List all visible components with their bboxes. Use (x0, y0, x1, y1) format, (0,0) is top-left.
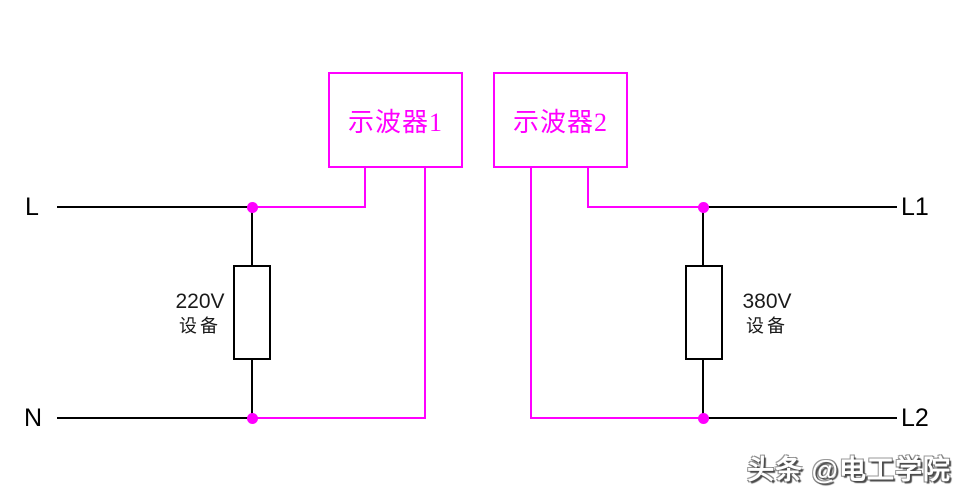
l-line (57, 206, 253, 208)
scope1-probe-to-l-wire (253, 206, 366, 208)
oscilloscope-1-box: 示波器1 (328, 72, 463, 168)
scope1-probe-lead-right-vertical (424, 167, 426, 419)
l1-line (703, 206, 897, 208)
terminal-label-l: L (25, 193, 39, 221)
terminal-label-l2: L2 (901, 404, 929, 432)
device2-voltage: 380V (742, 290, 792, 313)
oscilloscope-2-label: 示波器2 (512, 107, 608, 137)
oscilloscope-2-box: 示波器2 (493, 72, 628, 168)
device1-name: 设备 (179, 316, 221, 336)
l2-line (703, 417, 897, 419)
scope2-probe-lead-left-vertical (530, 167, 532, 419)
scope2-probe-to-l2-wire (530, 417, 703, 419)
device1-voltage: 220V (175, 290, 225, 313)
terminal-label-l1: L1 (901, 193, 929, 221)
device1-resistor-symbol (233, 265, 271, 360)
junction-dot-n (247, 413, 258, 424)
scope1-probe-lead-left-vertical (364, 167, 366, 208)
device2-label: 380V 设备 (722, 290, 812, 338)
junction-dot-l (247, 202, 258, 213)
scope2-probe-to-l1-wire (587, 206, 703, 208)
oscilloscope-1-label: 示波器1 (347, 107, 443, 137)
watermark-text: 头条 @电工学院 (747, 455, 951, 485)
device2-resistor-symbol (685, 265, 723, 360)
junction-dot-l2 (698, 413, 709, 424)
device2-name: 设备 (746, 316, 788, 336)
n-line (57, 417, 253, 419)
device1-label: 220V 设备 (155, 290, 245, 338)
scope1-probe-to-n-wire (253, 417, 426, 419)
terminal-label-n: N (24, 404, 43, 432)
scope2-probe-lead-right-vertical (587, 167, 589, 208)
junction-dot-l1 (698, 202, 709, 213)
